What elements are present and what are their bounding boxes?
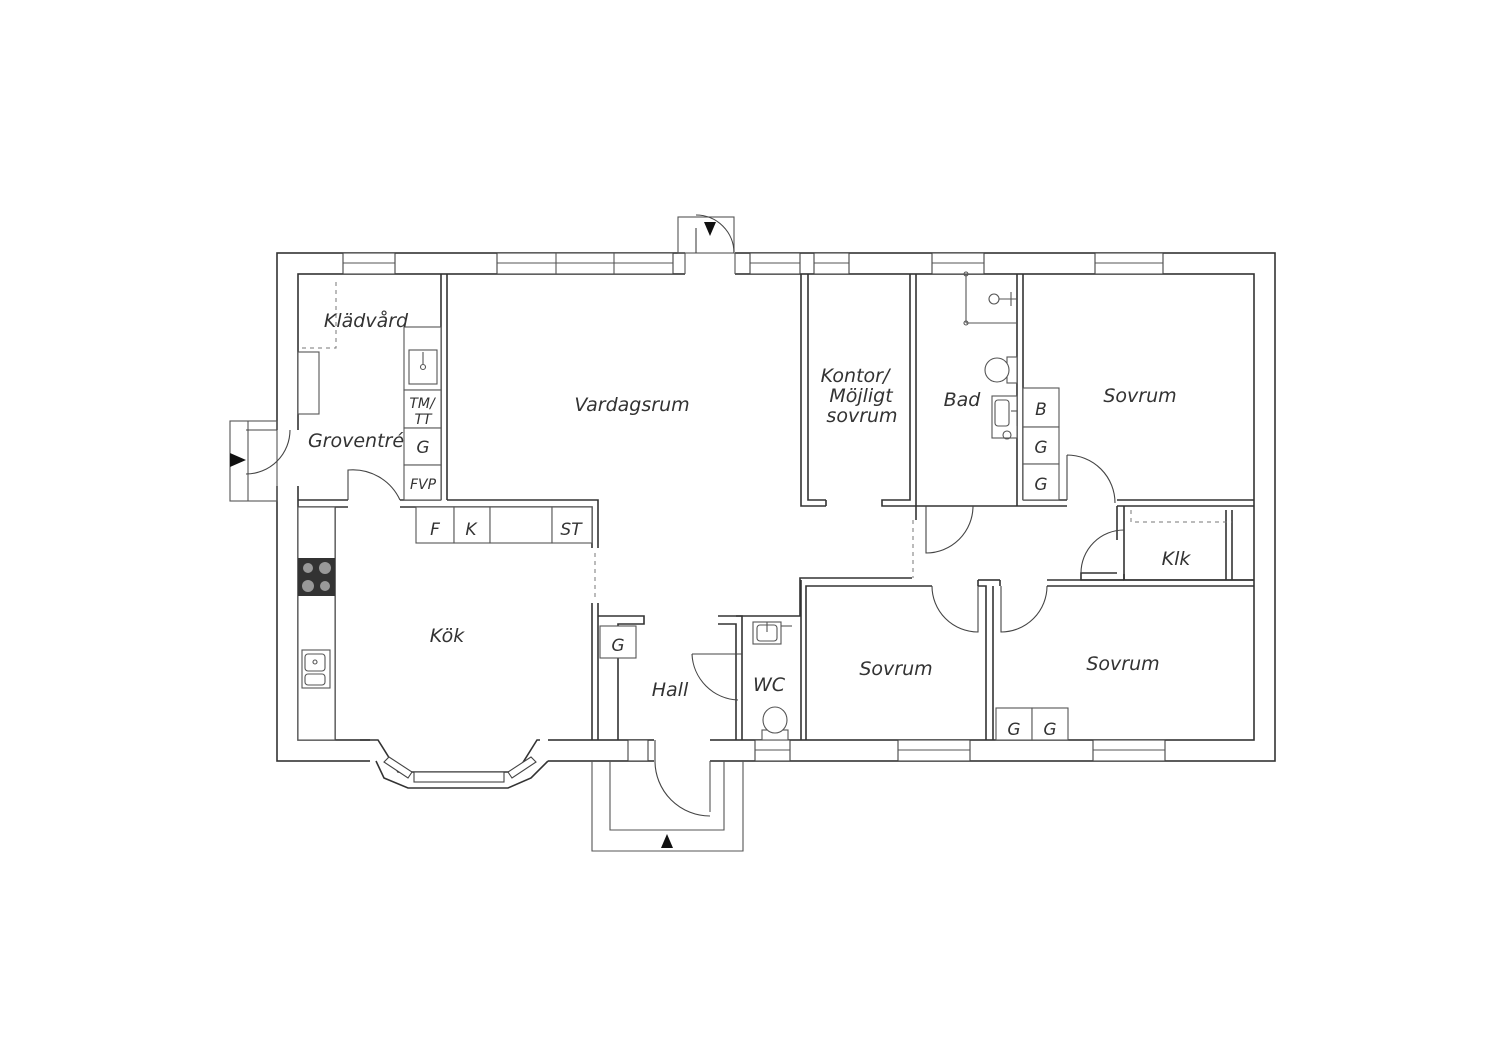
wc-toilet-icon [761,706,789,741]
shower-icon [988,292,1017,306]
room-label-bad: Bad [944,389,982,411]
bottom-entrance-arrow-icon [661,834,673,848]
room-label-hall: Hall [652,679,689,701]
windows-top [342,252,1164,275]
fixture-label-f: F [430,520,440,540]
fixture-label-g-groventre: G [416,438,429,458]
room-label-sovrum-ne: Sovrum [1103,385,1176,407]
stove-icon [298,558,335,596]
room-label-kontor-line2: Möjligt [829,385,894,407]
ne-wardrobes [1022,387,1060,501]
wc-fixtures [752,621,792,741]
fixture-label-b: B [1035,400,1047,420]
fixture-label-g-s1: G [1007,720,1020,740]
fixture-label-st: ST [560,520,583,540]
room-label-kontor-line3: sovrum [826,405,897,427]
room-label-groventre: Groventré [308,430,404,452]
kitchen-sink-icon [301,649,331,689]
fixture-labels: TM/ TT G FVP F K ST G B G G G G [409,396,1056,740]
kitchen-counters [297,506,593,741]
windows-bottom [627,739,1166,762]
bath-sink-icon [991,395,1018,440]
s-wardrobes [995,707,1069,741]
bath-toilet-icon [984,356,1018,384]
fixture-label-g-ne2: G [1034,475,1047,495]
room-label-kladvard: Klädvård [324,309,409,332]
fixture-label-tt: TT [414,412,433,428]
kitchen-bay-window [360,738,549,789]
bottom-entrance [591,738,744,852]
room-label-kontor-line1: Kontor/ [821,365,892,387]
fixture-label-tm: TM/ [409,396,436,412]
wc-sink-icon [752,621,792,645]
laundry-column [297,326,442,501]
room-label-kok: Kök [430,625,465,647]
fixture-label-fvp: FVP [410,477,437,493]
side-entrance-arrow-icon [230,453,246,467]
room-labels: Klädvård Groventré Vardagsrum Kontor/ Mö… [308,309,1191,701]
hall-closet [599,625,637,659]
fixture-label-g-hall: G [611,636,624,656]
room-label-wc: WC [753,674,786,696]
bath-fixtures [963,271,1018,440]
room-label-klk: Klk [1162,548,1192,570]
fixture-label-g-s2: G [1043,720,1056,740]
side-entrance [229,420,301,502]
room-label-vardagsrum: Vardagsrum [574,394,689,416]
entrance-arrow-icon [704,222,716,236]
top-entrance [677,214,736,276]
room-label-sovrum-s1: Sovrum [859,658,932,680]
doors [347,454,1125,701]
room-label-sovrum-s2: Sovrum [1086,653,1159,675]
fixture-label-k: K [465,520,478,540]
fixture-label-g-ne1: G [1034,438,1047,458]
